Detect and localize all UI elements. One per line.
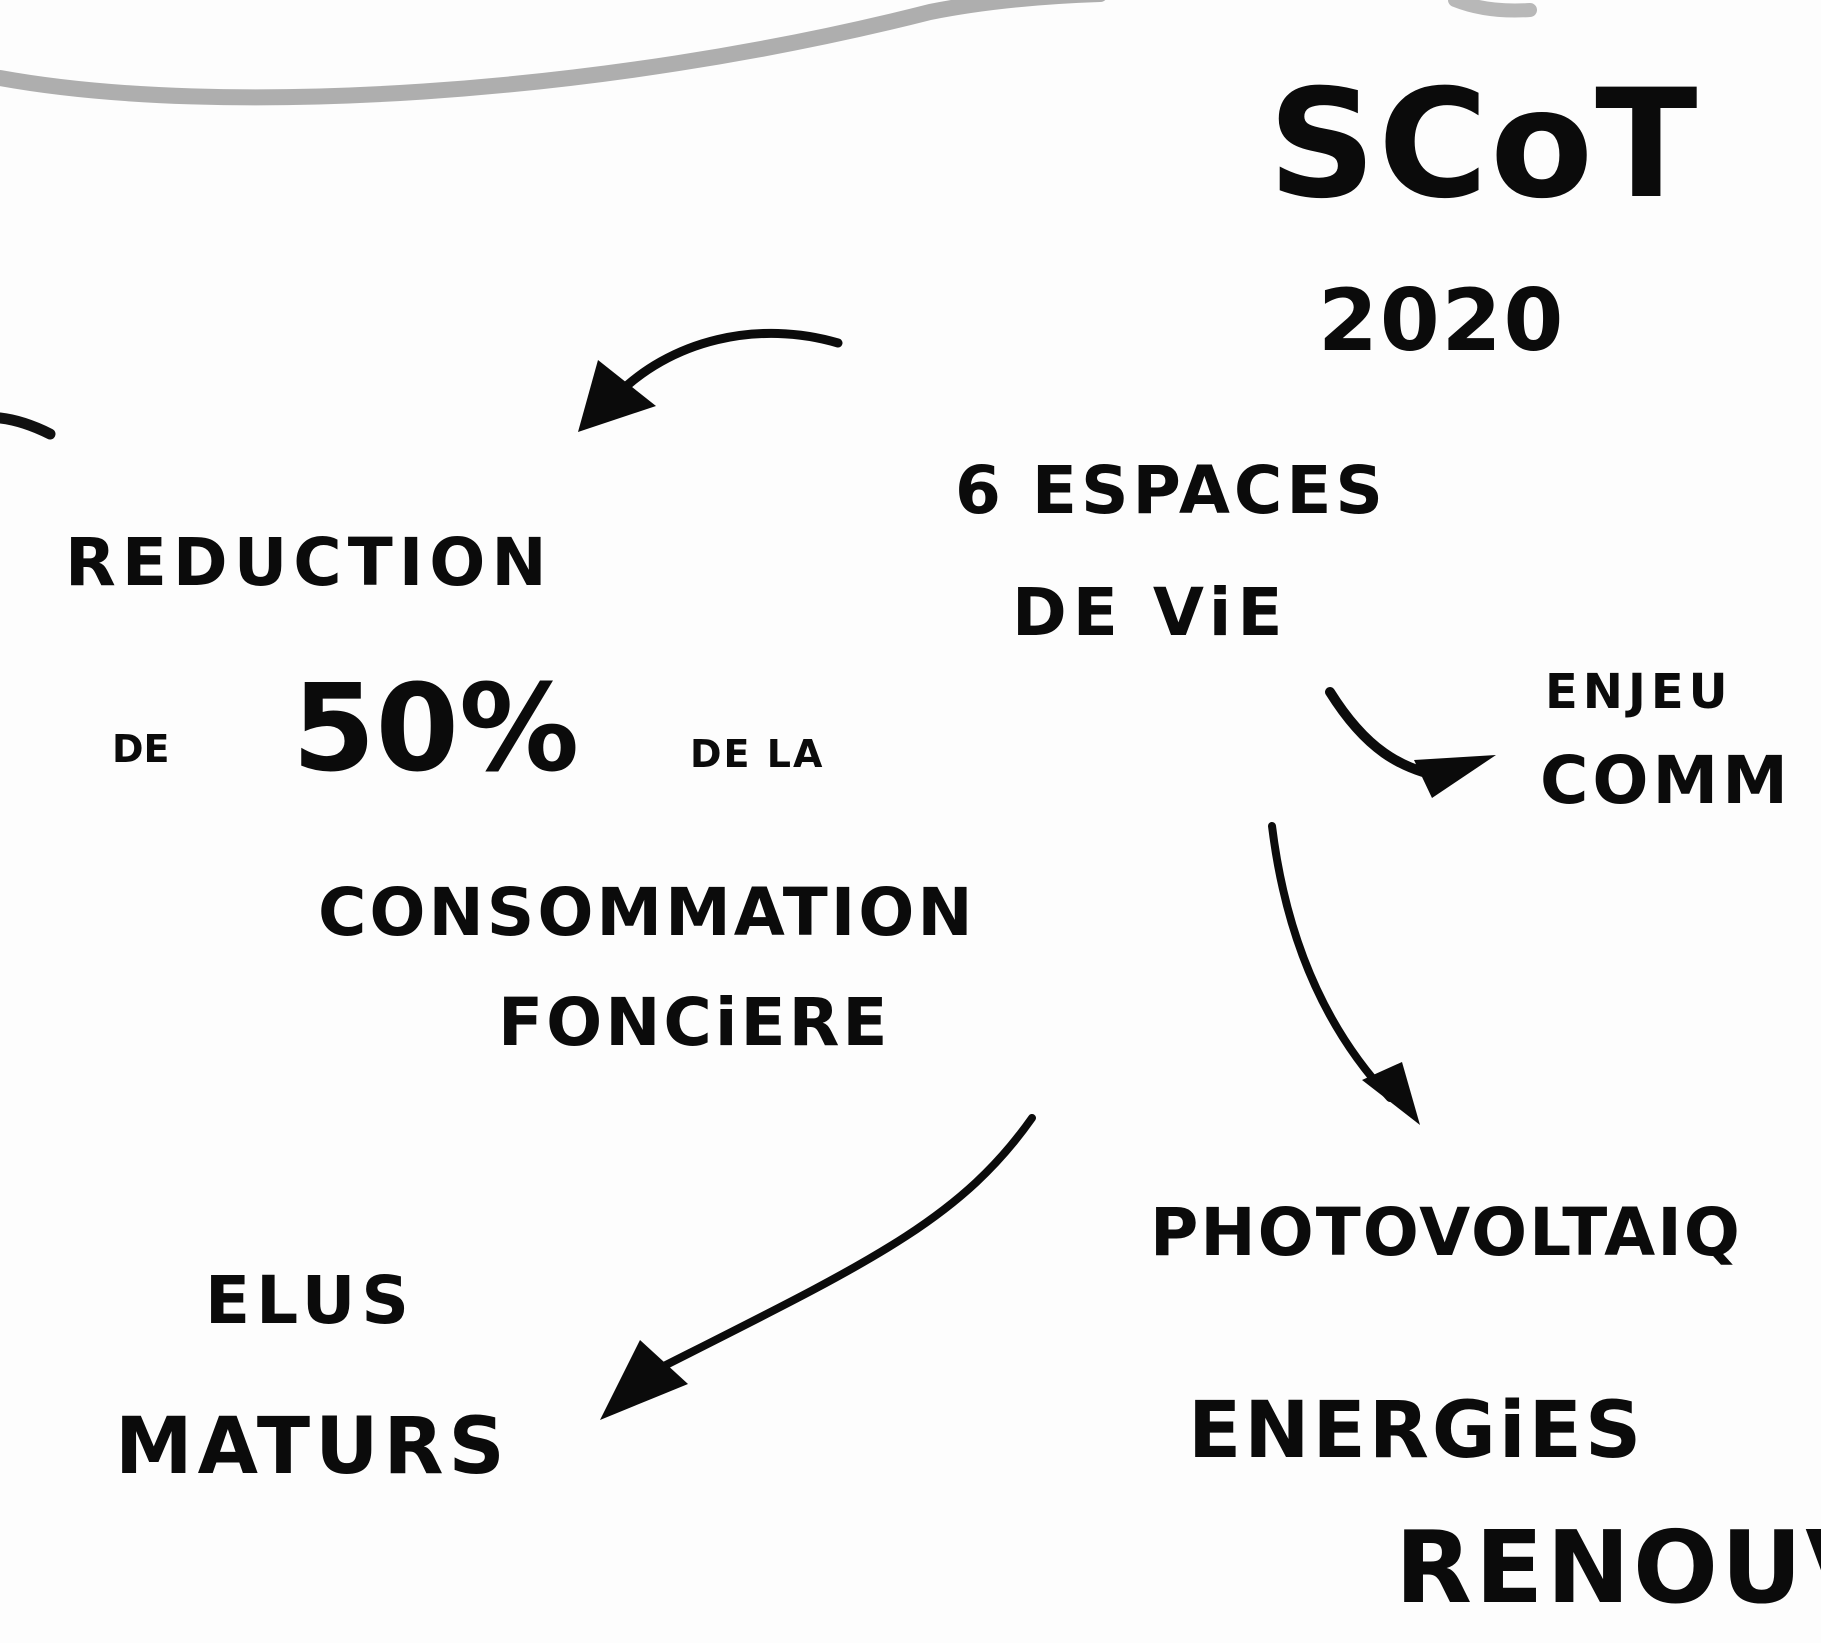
arrow-to-enjeux-icon xyxy=(1325,687,1496,798)
reduction-label-line-4: DE LA xyxy=(690,732,825,776)
espaces-label-line-2: DE ViE xyxy=(1012,574,1289,651)
elus-label-line-2: MATURS xyxy=(115,1402,510,1492)
left-marker-smudge xyxy=(0,412,56,440)
elus-label-line-1: ELUS xyxy=(205,1262,415,1339)
diagram-title: SCoT xyxy=(1268,58,1700,232)
enjeux-label-line-2: COMM xyxy=(1540,742,1792,819)
photovoltaique-label: PHOTOVOLTAIQ xyxy=(1150,1194,1742,1271)
enjeux-label-line-1: ENJEU xyxy=(1545,664,1733,720)
energies-label-line-2: RENOUV xyxy=(1395,1509,1821,1626)
arrow-to-photovoltaique-icon xyxy=(1268,822,1420,1125)
espaces-label-line-1: 6 ESPACES xyxy=(955,452,1387,529)
reduction-label-line-5: CONSOMMATION xyxy=(318,874,976,951)
diagram-year: 2020 xyxy=(1318,271,1566,371)
energies-label-line-1: ENERGiES xyxy=(1188,1386,1645,1476)
reduction-label-line-2: DE xyxy=(112,727,170,771)
top-marker-stroke-right xyxy=(1448,0,1537,18)
top-marker-stroke xyxy=(0,0,1106,106)
arrow-to-elus-icon xyxy=(600,1114,1036,1420)
reduction-label-line-1: REDUCTION xyxy=(65,524,553,601)
reduction-label-line-6: FONCiERE xyxy=(498,984,891,1061)
reduction-percentage: 50% xyxy=(292,660,580,799)
arrow-to-reduction-icon xyxy=(578,328,843,432)
